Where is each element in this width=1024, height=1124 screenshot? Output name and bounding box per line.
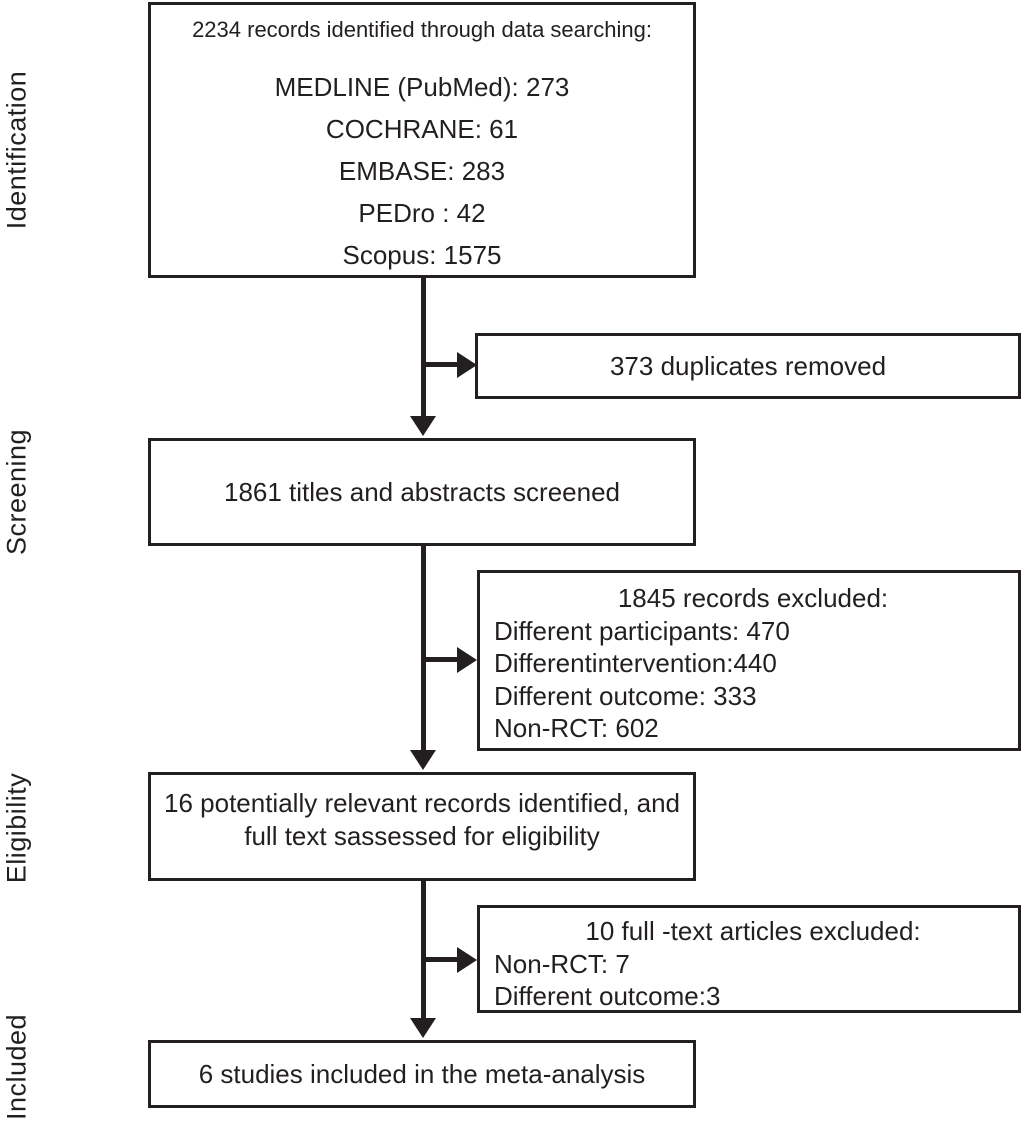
source-medline: MEDLINE (PubMed): 273 xyxy=(274,72,570,102)
box-records-excluded: 1845 records excluded: Different partici… xyxy=(477,570,1021,751)
excluded-reason-outcome: Different outcome: 333 xyxy=(494,680,757,711)
arrow-down-icon xyxy=(410,750,436,770)
stage-label-screening: Screening xyxy=(1,428,32,556)
stage-label-identification: Identification xyxy=(1,70,32,230)
fulltext-excluded-title: 10 full -text articles excluded: xyxy=(585,916,921,946)
box-studies-included: 6 studies included in the meta-analysis xyxy=(148,1040,696,1108)
connector-to-fulltext-excluded xyxy=(423,957,459,962)
box-records-identified: 2234 records identified through data sea… xyxy=(148,2,696,278)
stage-label-included: Included xyxy=(1,1013,32,1121)
database-source-list: MEDLINE (PubMed): 273 COCHRANE: 61 EMBAS… xyxy=(151,66,693,276)
connector-eligibility-to-included xyxy=(421,880,426,1018)
arrow-right-icon xyxy=(457,947,477,973)
source-cochrane: COCHRANE: 61 xyxy=(325,114,519,144)
stage-label-eligibility: Eligibility xyxy=(1,772,32,884)
fulltext-assessed-line-2: full text sassessed for eligibility xyxy=(244,821,600,851)
arrow-down-icon xyxy=(410,1018,436,1038)
box-duplicates-removed: 373 duplicates removed xyxy=(475,333,1021,399)
source-embase: EMBASE: 283 xyxy=(338,156,506,186)
box-fulltext-assessed: 16 potentially relevant records identifi… xyxy=(148,772,696,881)
box-fulltext-excluded: 10 full -text articles excluded: Non-RCT… xyxy=(477,905,1021,1013)
box-titles-abstracts-screened: 1861 titles and abstracts screened xyxy=(148,438,696,546)
connector-identification-to-screening xyxy=(421,277,426,418)
studies-included-text: 6 studies included in the meta-analysis xyxy=(198,1059,646,1089)
excluded-reason-intervention: Differentintervention:440 xyxy=(494,648,777,678)
arrow-right-icon xyxy=(457,647,477,673)
records-identified-title: 2234 records identified through data sea… xyxy=(192,17,652,42)
connector-to-records-excluded xyxy=(423,657,459,662)
fulltext-assessed-line-1: 16 potentially relevant records identifi… xyxy=(164,788,680,818)
connector-screening-to-eligibility xyxy=(421,544,426,752)
excluded-reason-non-rct: Non-RCT: 602 xyxy=(494,713,659,743)
source-pedro: PEDro : 42 xyxy=(358,198,486,228)
source-scopus: Scopus: 1575 xyxy=(342,240,502,270)
records-excluded-title: 1845 records excluded: xyxy=(617,583,889,613)
arrow-down-icon xyxy=(410,416,436,436)
fulltext-excluded-reason-outcome: Different outcome:3 xyxy=(494,981,721,1011)
arrow-right-icon xyxy=(457,352,477,378)
fulltext-excluded-reason-non-rct: Non-RCT: 7 xyxy=(494,948,630,979)
titles-abstracts-screened-text: 1861 titles and abstracts screened xyxy=(223,477,621,507)
excluded-reason-participants: Different participants: 470 xyxy=(494,615,790,646)
duplicates-removed-text: 373 duplicates removed xyxy=(609,351,887,381)
connector-to-duplicates xyxy=(423,362,459,367)
